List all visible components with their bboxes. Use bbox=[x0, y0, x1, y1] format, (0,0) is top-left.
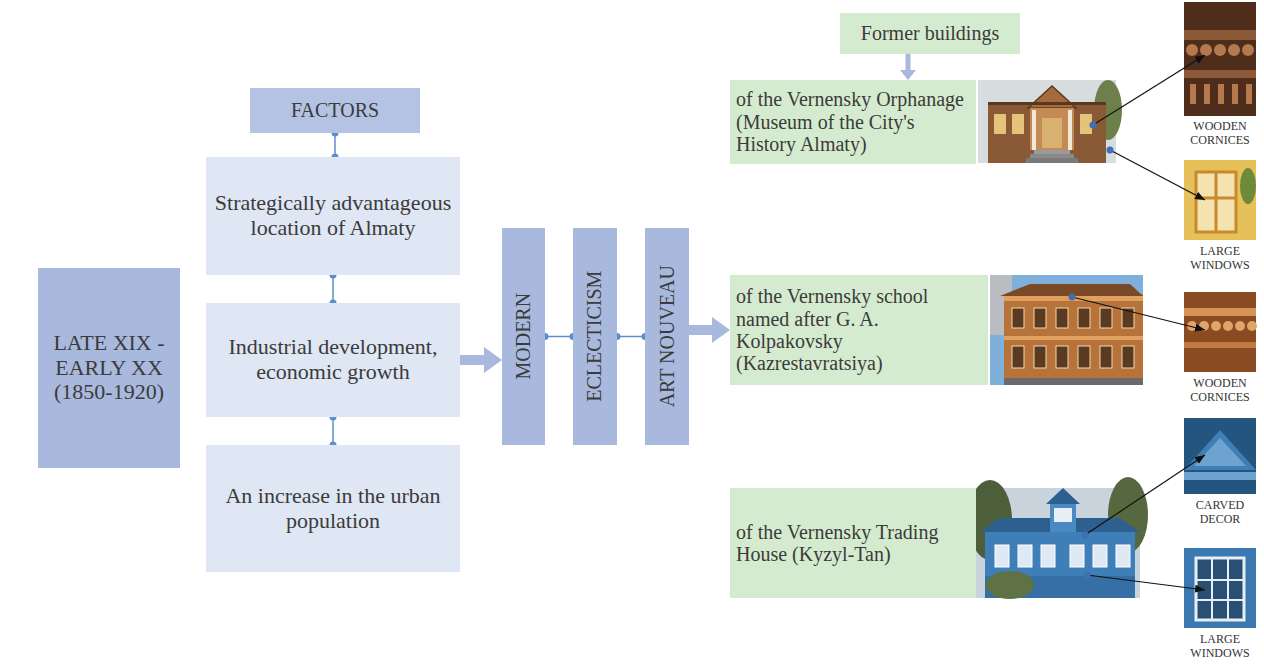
block-arrow bbox=[460, 355, 484, 365]
factor-box: Strategically advantageous location of A… bbox=[206, 157, 460, 275]
detail-label: WOODEN CORNICES bbox=[1182, 377, 1258, 405]
detail-thumbnail bbox=[1184, 160, 1256, 240]
block-arrow bbox=[906, 54, 911, 70]
detail-thumbnail bbox=[1184, 2, 1256, 116]
building-photo bbox=[990, 275, 1143, 385]
dot-connector bbox=[334, 133, 336, 157]
node-text: FACTORS bbox=[291, 99, 379, 121]
node-text: MODERN bbox=[512, 293, 534, 380]
node-text: of the Vernensky Trading House (Kyzyl-Ta… bbox=[736, 521, 970, 566]
detail-label: LARGE WINDOWS bbox=[1182, 633, 1258, 661]
detail-label: CARVED DECOR bbox=[1182, 499, 1258, 527]
leader-lines bbox=[1072, 55, 1205, 590]
period-box: LATE XIX - EARLY XX (1850-1920) bbox=[38, 268, 180, 468]
node-text: Industrial development, economic growth bbox=[214, 335, 452, 384]
node-text: ART NOUVEAU bbox=[656, 265, 678, 407]
heading-box: FACTORS bbox=[250, 88, 420, 133]
node-text: of the Vernensky Orphanage (Museum of th… bbox=[736, 88, 970, 155]
dot-connector bbox=[617, 336, 645, 338]
node-text: ECLECTICISM bbox=[584, 271, 606, 402]
node-text: Former buildings bbox=[861, 22, 999, 44]
leader-line bbox=[1110, 150, 1205, 200]
style-box: MODERN bbox=[502, 228, 545, 445]
dot-connector bbox=[332, 417, 334, 445]
style-box: ECLECTICISM bbox=[573, 228, 617, 445]
node-text: LATE XIX - EARLY XX (1850-1920) bbox=[46, 331, 172, 405]
node-text: of the Vernensky school named after G. A… bbox=[736, 285, 982, 375]
factor-box: An increase in the urban population bbox=[206, 445, 460, 572]
building-box: of the Vernensky Orphanage (Museum of th… bbox=[730, 80, 976, 164]
detail-label: LARGE WINDOWS bbox=[1182, 245, 1258, 273]
detail-thumbnail bbox=[1184, 292, 1257, 372]
detail-label: WOODEN CORNICES bbox=[1182, 120, 1258, 148]
node-text: Strategically advantageous location of A… bbox=[214, 191, 452, 240]
heading-box: Former buildings bbox=[840, 13, 1020, 54]
building-box: of the Vernensky school named after G. A… bbox=[730, 275, 988, 385]
dot-connector bbox=[332, 275, 334, 303]
building-photo bbox=[978, 80, 1122, 163]
leader-line bbox=[1093, 55, 1205, 125]
node-text: An increase in the urban population bbox=[214, 484, 452, 533]
building-photo bbox=[968, 477, 1148, 599]
factor-box: Industrial development, economic growth bbox=[206, 303, 460, 417]
leader-line bbox=[1087, 575, 1205, 590]
leader-line bbox=[1085, 455, 1205, 535]
building-box: of the Vernensky Trading House (Kyzyl-Ta… bbox=[730, 488, 976, 598]
block-arrow bbox=[689, 325, 712, 335]
detail-thumbnail bbox=[1184, 418, 1256, 494]
dot-connector bbox=[545, 336, 573, 338]
detail-thumbnail bbox=[1184, 548, 1256, 628]
leader-line bbox=[1072, 297, 1205, 330]
style-box: ART NOUVEAU bbox=[645, 228, 689, 445]
